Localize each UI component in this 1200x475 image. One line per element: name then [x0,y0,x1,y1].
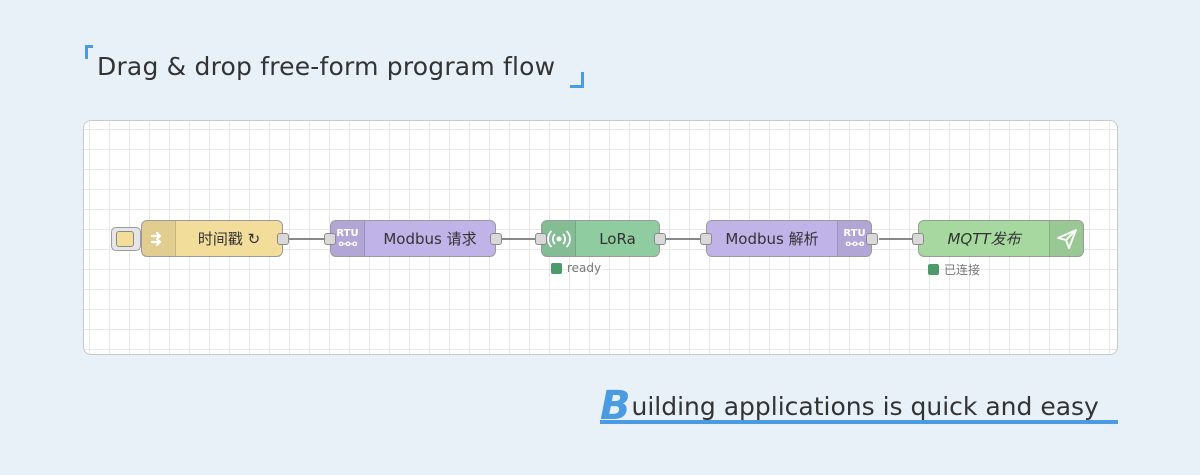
flow-node-label: 时间戳 ↻ [197,230,261,248]
status-dot [551,262,562,274]
tagline-underline [600,420,1118,424]
inject-trigger-button[interactable] [111,227,141,251]
rtu-icon-text: RTU [336,228,359,239]
output-port[interactable] [277,233,289,245]
tagline-text: uilding applications is quick and easy [631,392,1099,421]
send-icon [1049,221,1083,256]
arrow-right-icon [142,221,176,256]
output-port[interactable] [654,233,666,245]
rtu-icon-text: RTU [843,228,866,239]
tagline: Building applications is quick and easy [600,383,1099,429]
page-title: Drag & drop free-form program flow [97,52,556,81]
radio-signal-icon [542,221,576,256]
flow-node-label: Modbus 解析 [725,230,819,248]
input-port[interactable] [535,233,547,245]
status-dot [928,264,939,275]
chain-glyph: o-o-o [338,239,357,248]
input-port[interactable] [700,233,712,245]
flow-wires [289,238,918,240]
output-port[interactable] [866,233,878,245]
flow-node-label: Modbus 请求 [383,230,477,248]
flow-node-lora[interactable]: LoRa [535,220,666,257]
title-bracket-top-left [85,45,93,59]
output-port[interactable] [490,233,502,245]
title-bracket-bottom-right [570,72,584,88]
flow-node-label: MQTT发布 [947,230,1021,248]
status-text: 已连接 [944,263,981,277]
flow-node-mqtt-publish[interactable]: MQTT发布 [912,220,1084,257]
flow-node-inject[interactable]: 时间戳 ↻ [141,220,289,257]
status-text: ready [567,261,602,275]
chain-glyph: o-o-o [845,239,864,248]
inject-trigger-inner [116,231,134,247]
flow-node-label: LoRa [599,229,636,248]
input-port[interactable] [912,233,924,245]
mqtt-status: 已连接 [928,261,980,278]
input-port[interactable] [324,233,336,245]
lora-status: ready [551,261,601,275]
